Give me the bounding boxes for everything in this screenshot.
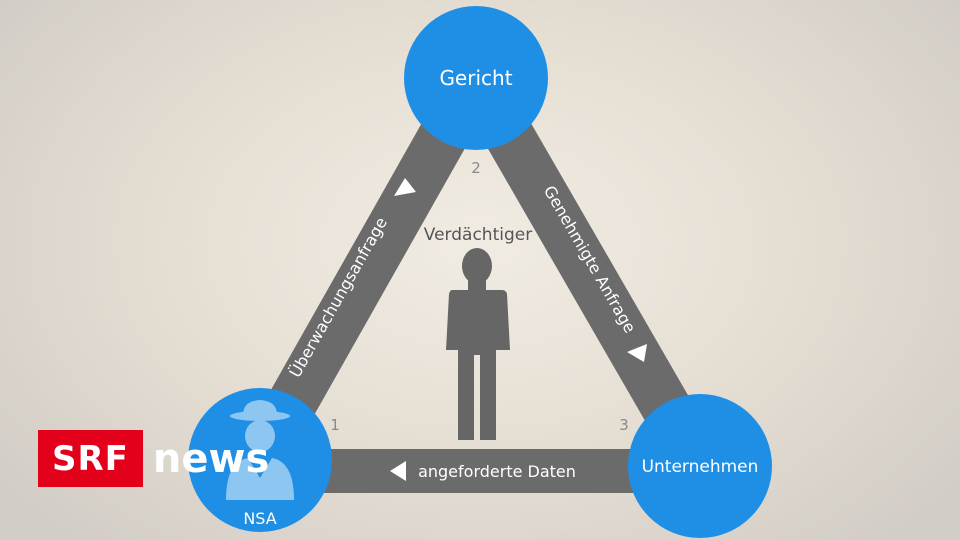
news-wordmark: news	[152, 435, 270, 482]
node-agency: NSA	[188, 388, 332, 532]
arrow-down-icon	[627, 344, 647, 362]
suspect-label: Verdächtiger	[424, 225, 532, 245]
node-court: Gericht	[404, 6, 548, 150]
suspect-figure: Verdächtiger	[424, 225, 532, 440]
node-court-label: Gericht	[439, 66, 512, 90]
person-icon	[446, 248, 510, 440]
step-number-1: 1	[330, 416, 340, 434]
step-number-2: 2	[471, 159, 481, 177]
edge-requested-data: angeforderte Daten	[260, 449, 700, 493]
srf-news-logo: SRF news	[38, 430, 269, 487]
node-company-label: Unternehmen	[642, 457, 759, 477]
edge-label-data: angeforderte Daten	[418, 462, 576, 481]
node-agency-label: NSA	[243, 509, 276, 528]
arrow-left-icon	[390, 461, 406, 481]
spy-icon	[226, 400, 294, 500]
arrow-up-icon	[394, 178, 416, 196]
step-number-3: 3	[619, 416, 629, 434]
node-company: Unternehmen	[628, 394, 772, 538]
srf-logo-box: SRF	[38, 430, 143, 487]
